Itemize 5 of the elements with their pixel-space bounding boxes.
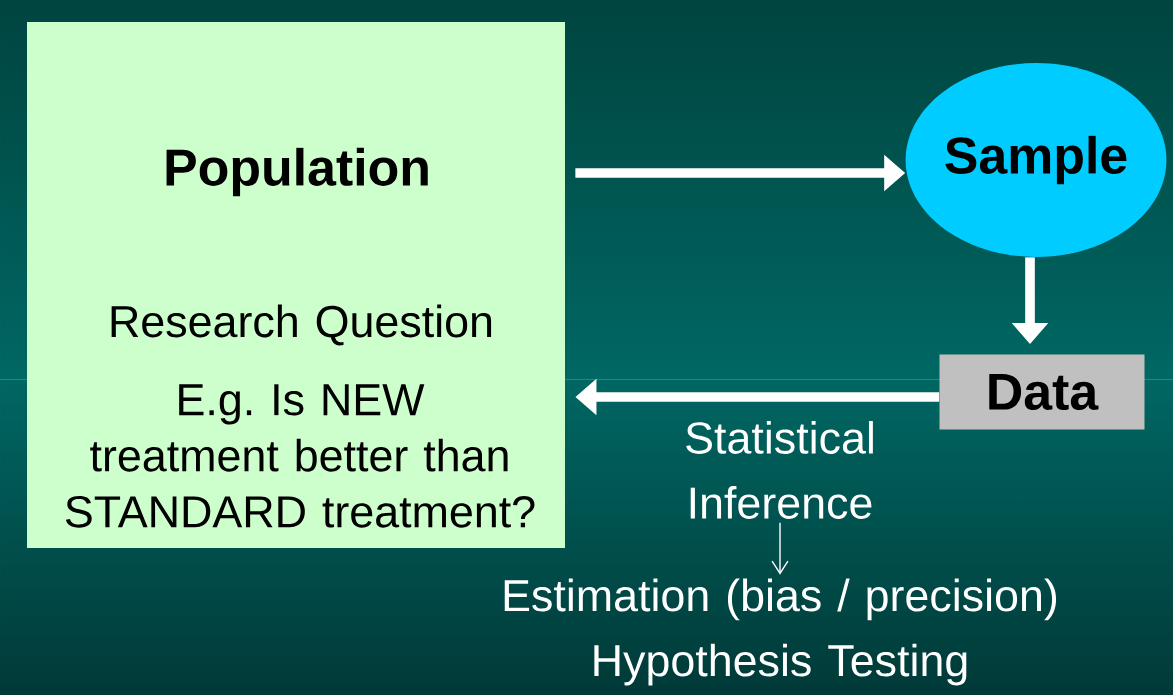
arrow: [771, 522, 789, 575]
method-text: Estimation (bias / precision) Hypothesis Testing: [504, 578, 1057, 686]
inference-text: Statistical Inference: [686, 421, 873, 519]
data-box: Data: [939, 354, 1145, 430]
population-box: Population Research Question E.g. Is NEW treatment better than STANDARD treatment?: [27, 22, 565, 548]
